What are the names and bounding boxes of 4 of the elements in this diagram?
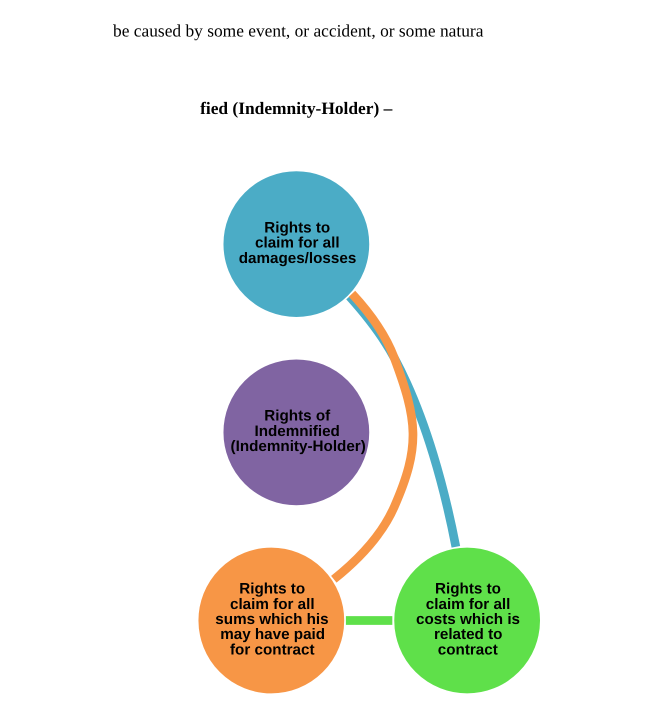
connector xyxy=(331,290,418,583)
label: be caused by some event, or accident, or some natura xyxy=(113,20,484,41)
label: fied (Indemnity-Holder) – xyxy=(200,98,392,118)
connector xyxy=(346,616,392,625)
